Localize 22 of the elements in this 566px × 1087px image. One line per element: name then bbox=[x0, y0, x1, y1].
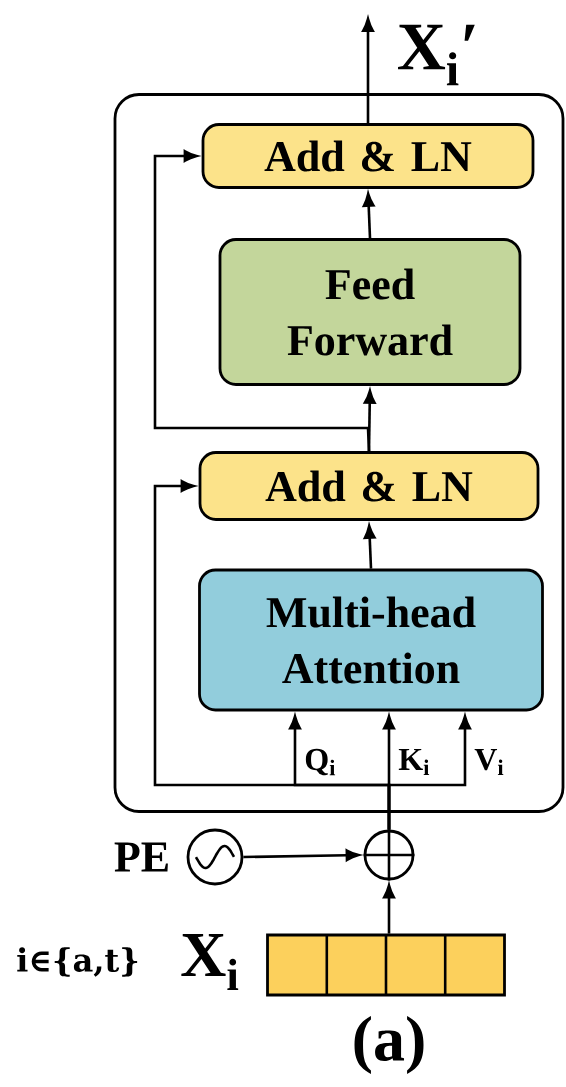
side-label: X$_{i}$ bbox=[181, 934, 239, 990]
input-vector bbox=[266, 933, 506, 997]
sum-symbol bbox=[362, 828, 416, 882]
encoder-frame bbox=[113, 93, 565, 813]
output-label: X$_{i}$′ bbox=[398, 24, 475, 86]
caption: (a) bbox=[354, 1016, 424, 1074]
arrow bbox=[363, 524, 376, 569]
sine-source-symbol bbox=[186, 828, 244, 886]
arrow bbox=[153, 150, 371, 452]
edge-label: Q$_{i}$ bbox=[302, 746, 339, 778]
attention-box: Multi-head Attention bbox=[198, 568, 544, 712]
arrow bbox=[243, 849, 360, 862]
edge-label: V$_{i}$ bbox=[472, 746, 507, 778]
add-norm-box: Add & LN bbox=[198, 451, 540, 521]
arrow bbox=[362, 192, 375, 239]
feed-forward-box: Feed Forward bbox=[218, 238, 522, 386]
arrow bbox=[362, 17, 374, 124]
edge-label: K$_{i}$ bbox=[396, 746, 433, 778]
side-label: PE bbox=[114, 842, 168, 872]
side-label: i∈{a,t} bbox=[17, 947, 138, 977]
add-norm-box: Add & LN bbox=[201, 123, 535, 189]
arrow bbox=[153, 480, 391, 830]
